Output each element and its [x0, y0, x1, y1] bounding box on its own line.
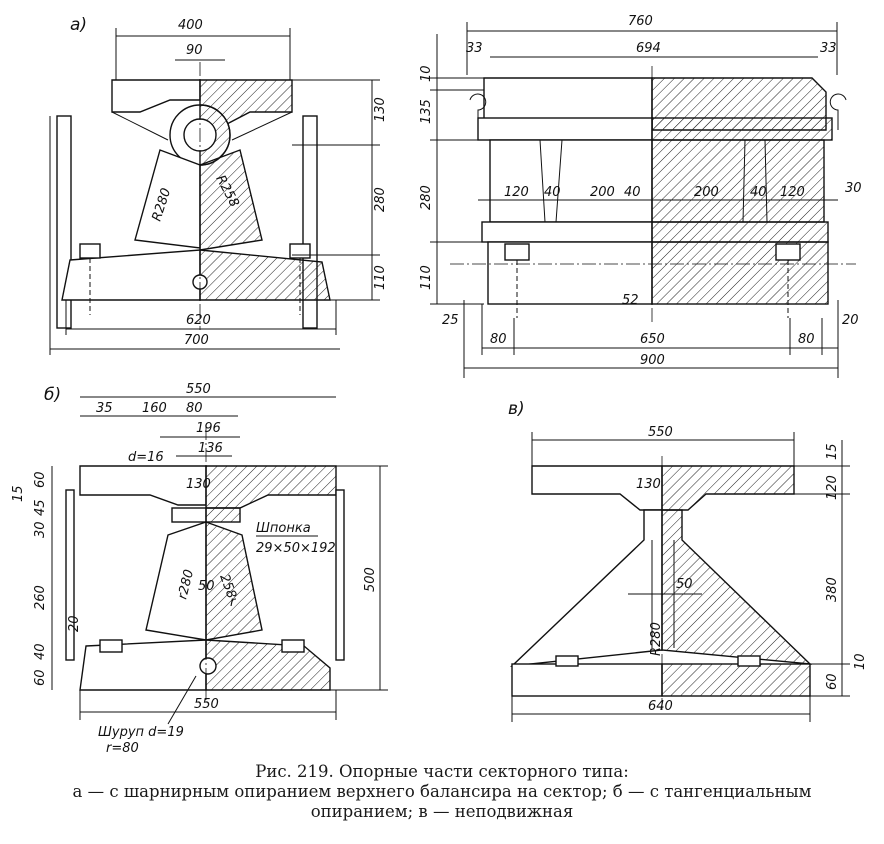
panel-a-front-view: а) 400 90 R280 R258	[49, 15, 388, 355]
dim-c-50: 50	[676, 577, 693, 592]
technical-drawing: а) 400 90 R280 R258	[11, 14, 868, 756]
dim-a-620: 620	[186, 313, 211, 328]
dim-side-40-c: 40	[750, 185, 767, 200]
dim-side-760: 760	[628, 14, 653, 29]
caption-line-1: Рис. 219. Опорные части секторного типа:	[255, 762, 629, 781]
dim-side-900: 900	[640, 353, 665, 368]
dim-side-33-left: 33	[466, 41, 483, 56]
dim-c-380: 380	[825, 577, 840, 602]
dim-b-45: 45	[33, 499, 48, 516]
dim-b-196: 196	[196, 421, 221, 436]
panel-b: б) 550 35 160 80 196 136 d=16 130 r280 2…	[11, 382, 388, 756]
dim-c-550: 550	[648, 425, 673, 440]
dim-a-700: 700	[184, 333, 209, 348]
panel-c: в) 550 130 50 R280 640 15 120	[508, 399, 868, 722]
dim-c-10: 10	[853, 653, 868, 670]
dim-b-15: 15	[11, 485, 26, 502]
dim-b-30: 30	[33, 521, 48, 538]
dim-side-120-right: 120	[780, 185, 805, 200]
dim-side-33-right: 33	[820, 41, 837, 56]
dim-side-40-a: 40	[544, 185, 561, 200]
dim-c-60: 60	[825, 673, 840, 690]
dim-b-r280: r280	[175, 568, 197, 601]
dim-side-650: 650	[640, 332, 665, 347]
dim-a-90: 90	[186, 43, 203, 58]
dim-b-d16: d=16	[128, 450, 164, 465]
dim-b-35: 35	[96, 401, 113, 416]
dim-a-130: 130	[373, 97, 388, 122]
dim-b-160: 160	[142, 401, 167, 416]
panel-a-side-view: 760 694 33 33 120 40 200 40 200 40 120 3…	[419, 14, 862, 378]
dim-a-400: 400	[178, 18, 203, 33]
note-b-screw-r: r=80	[106, 741, 139, 756]
dim-b-136: 136	[198, 441, 223, 456]
caption-line-3: опиранием; в — неподвижная	[310, 802, 574, 821]
dim-side-52: 52	[622, 293, 639, 308]
dim-b-260: 260	[33, 585, 48, 610]
dim-c-r280: R280	[649, 622, 664, 656]
dim-b-80: 80	[186, 401, 203, 416]
dim-b-500: 500	[363, 567, 378, 592]
dim-side-200-b: 200	[694, 185, 719, 200]
dim-side-80-left: 80	[490, 332, 507, 347]
note-b-screw: Шуруп d=19	[98, 725, 184, 740]
dim-side-80-right: 80	[798, 332, 815, 347]
dim-b-60-bottom: 60	[33, 669, 48, 686]
dim-side-30: 30	[845, 181, 862, 196]
dim-b-130: 130	[186, 477, 211, 492]
dim-b-r: r	[230, 595, 237, 610]
dim-side-20: 20	[842, 313, 859, 328]
dim-c-130: 130	[636, 477, 661, 492]
dim-side-10: 10	[419, 65, 434, 82]
dim-a-110: 110	[373, 265, 388, 290]
dim-c-15: 15	[825, 443, 840, 460]
note-b-key-size: 29×50×192	[256, 541, 336, 556]
dim-a-280: 280	[373, 187, 388, 212]
dim-side-135: 135	[419, 99, 434, 124]
dim-b-550-bottom: 550	[194, 697, 219, 712]
panel-b-label: б)	[44, 385, 61, 405]
note-b-key-title: Шпонка	[256, 521, 311, 536]
dim-side-25: 25	[442, 313, 459, 328]
dim-b-60: 60	[33, 471, 48, 488]
dim-b-550-top: 550	[186, 382, 211, 397]
dim-side-280: 280	[419, 185, 434, 210]
dim-c-640: 640	[648, 699, 673, 714]
dim-side-120-left: 120	[504, 185, 529, 200]
dim-b-40: 40	[33, 643, 48, 660]
dim-c-120: 120	[825, 475, 840, 500]
dim-side-110: 110	[419, 265, 434, 290]
dim-side-200-a: 200	[590, 185, 615, 200]
dim-side-694: 694	[636, 41, 661, 56]
dim-b-20: 20	[67, 615, 82, 632]
dim-side-40-b: 40	[624, 185, 641, 200]
figure-caption: Рис. 219. Опорные части секторного типа:…	[0, 762, 884, 822]
caption-line-2: а — с шарнирным опиранием верхнего балан…	[72, 782, 812, 801]
panel-c-label: в)	[508, 399, 525, 419]
panel-a-label: а)	[70, 15, 87, 35]
